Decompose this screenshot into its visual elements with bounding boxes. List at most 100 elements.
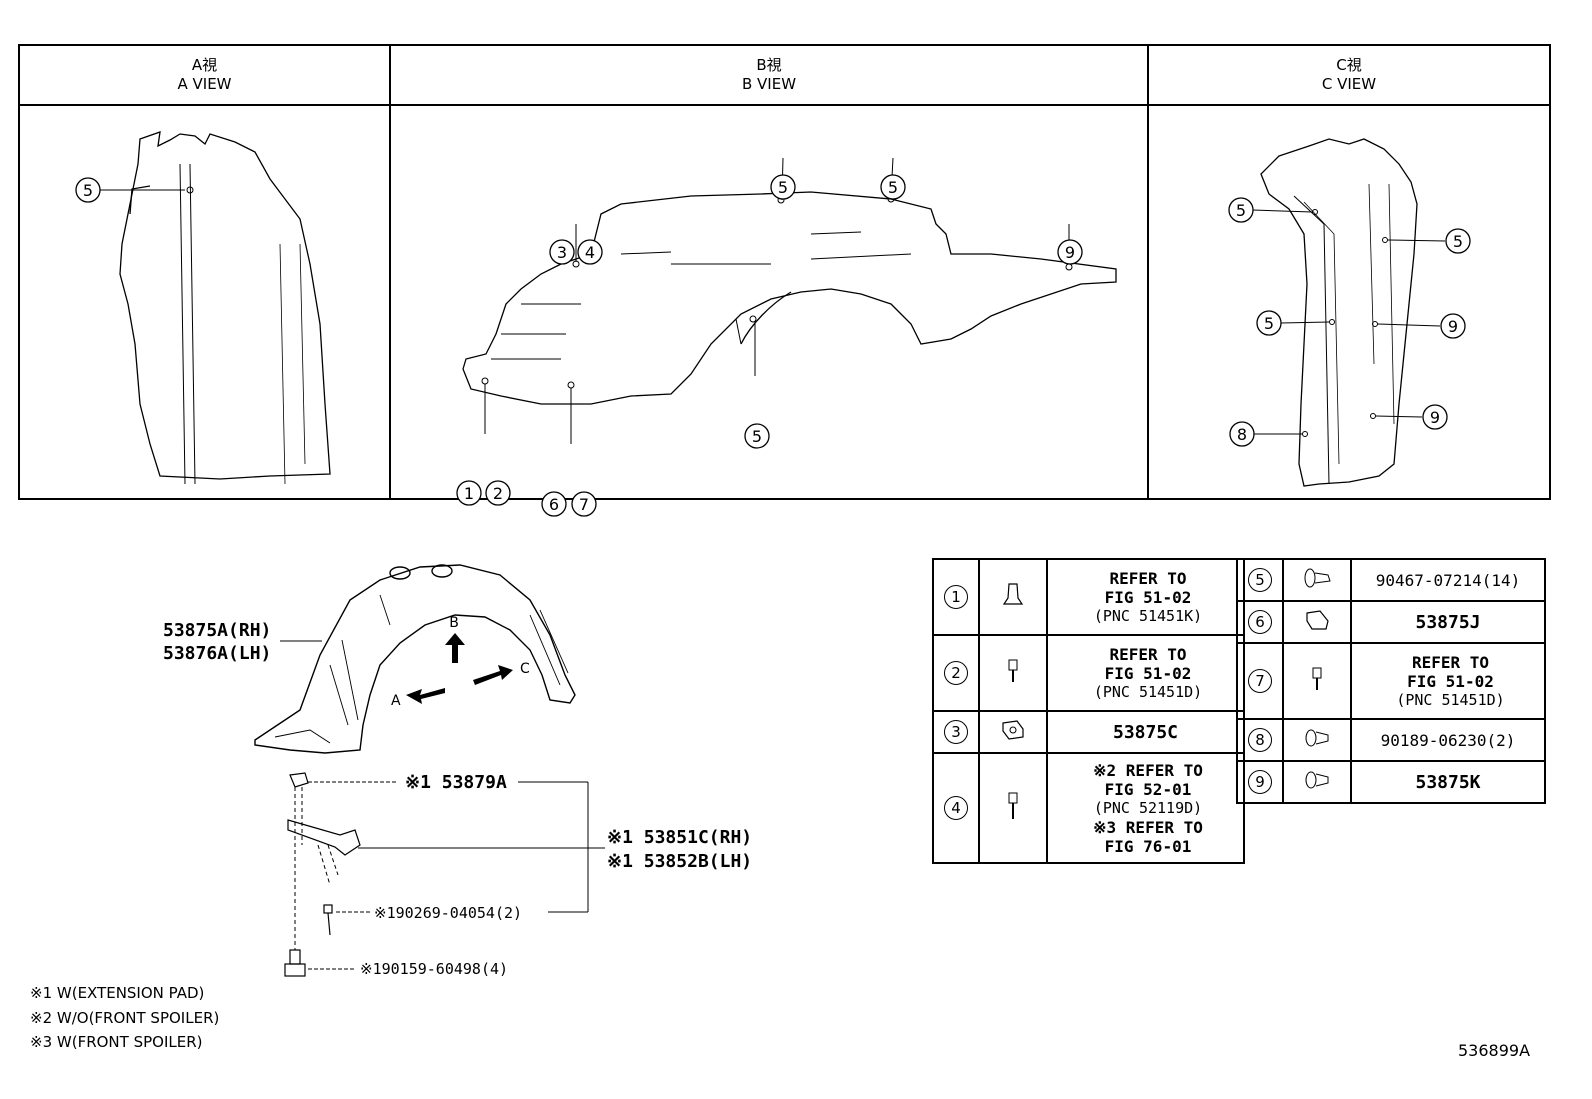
view-b-callouts: 5 5 3 4 9 5 1 2 6 7	[456, 174, 1083, 517]
view-c-drawing: 5 5 5 9 8 9	[1228, 138, 1471, 487]
row-number: 6	[1248, 610, 1272, 634]
callout-b-2-label: 2	[493, 484, 503, 503]
callout-c-5-right	[1445, 228, 1471, 254]
ref-line: (PNC 51451D)	[1093, 682, 1203, 701]
screw-icon	[1008, 792, 1018, 819]
view-c-header: C視 C VIEW	[1149, 46, 1549, 106]
arrow-a-icon	[406, 688, 445, 704]
bracket-lh-label: ※1 53852B(LH)	[607, 851, 753, 872]
part-number: 53875C	[1046, 710, 1245, 754]
callout-c-5-top-left	[1228, 197, 1254, 223]
row-number: 8	[1248, 728, 1272, 752]
extension-pad-part	[287, 772, 361, 856]
row-number: 5	[1248, 568, 1272, 592]
speed-nut-icon	[1306, 610, 1329, 630]
note-1: ※1 W(EXTENSION PAD)	[30, 984, 205, 1002]
callout-c-5-mid-label: 5	[1264, 314, 1274, 333]
row-number: 1	[944, 585, 968, 609]
callout-a-5	[75, 177, 101, 203]
view-b-header: B視 B VIEW	[391, 46, 1147, 106]
ref-line: REFER TO	[1411, 652, 1490, 672]
ref-line: (PNC 51451K)	[1093, 606, 1203, 625]
row-number: 7	[1248, 669, 1272, 693]
ref-line: FIG 51-02	[1407, 671, 1494, 691]
callout-b-1	[456, 480, 482, 506]
table-row: 9 53875K	[1236, 760, 1546, 804]
table-row: 3 53875C	[932, 710, 1245, 754]
table-row: 7 REFER TO FIG 51-02 (PNC 51451D)	[1236, 642, 1546, 720]
callout-b-5-bottom-label: 5	[752, 427, 762, 446]
ref-line: REFER TO	[1109, 644, 1187, 664]
callout-c-5-top-left-label: 5	[1236, 201, 1246, 220]
callout-c-5-right-label: 5	[1453, 232, 1463, 251]
callout-c-8-label: 8	[1237, 425, 1247, 444]
note-3: ※3 W(FRONT SPOILER)	[30, 1033, 203, 1051]
table-row: 4 ※2 REFER TO FIG 52-01 (PNC 52119D) ※3 …	[932, 752, 1245, 864]
arrow-b-label: B	[449, 615, 459, 631]
pad-label: ※1 53879A	[405, 772, 507, 793]
callout-c-5-mid	[1256, 310, 1282, 336]
view-panel: A視 A VIEW 5 B視 B VIEW	[18, 44, 1551, 517]
arrow-c-label: C	[520, 661, 530, 677]
callout-b-1-label: 1	[464, 484, 474, 503]
callout-b-6	[541, 491, 567, 517]
part-number: 90189-06230(2)	[1350, 718, 1546, 762]
arrow-b-icon	[445, 633, 465, 663]
view-a-title-jp: A視	[191, 56, 218, 74]
row-number: 2	[944, 661, 968, 685]
screw-icon	[1008, 659, 1018, 682]
callout-c-8	[1229, 421, 1255, 447]
bolt-part	[284, 949, 306, 977]
callout-b-7-label: 7	[579, 495, 589, 514]
table-row: 1 REFER TO FIG 51-02 (PNC 51451K)	[932, 558, 1245, 636]
callout-b-9-label: 9	[1065, 243, 1075, 262]
view-c-title-en: C VIEW	[1321, 75, 1377, 93]
liner-lh-label: 53876A(LH)	[163, 643, 272, 664]
view-b: B視 B VIEW	[389, 46, 1147, 517]
callout-b-6-label: 6	[549, 495, 559, 514]
parts-table-left: 1 REFER TO FIG 51-02 (PNC 51451K) 2 REFE…	[932, 558, 1245, 864]
callout-b-5-left-label: 5	[778, 178, 788, 197]
liner-rh-label: 53875A(RH)	[163, 620, 272, 641]
ref-line: ※2 REFER TO	[1093, 760, 1203, 780]
table-row: 8 90189-06230(2)	[1236, 718, 1546, 762]
row-number: 9	[1248, 770, 1272, 794]
ref-line: ※3 REFER TO	[1093, 817, 1203, 837]
bracket-rh-label: ※1 53851C(RH)	[607, 827, 753, 848]
row-number: 3	[944, 720, 968, 744]
callout-b-4	[577, 239, 603, 265]
callout-b-7	[571, 491, 597, 517]
table-row: 6 53875J	[1236, 600, 1546, 644]
ref-line: FIG 52-01	[1104, 779, 1192, 799]
table-row: 5 90467-07214(14)	[1236, 558, 1546, 602]
callout-b-5-right	[880, 174, 906, 200]
arrow-a-label: A	[391, 693, 401, 709]
figure-id: 536899A	[1458, 1041, 1531, 1060]
screw-part	[323, 904, 333, 936]
callout-a-5-label: 5	[83, 181, 93, 200]
ref-line: FIG 76-01	[1104, 836, 1192, 856]
ref-line: FIG 51-02	[1104, 663, 1192, 683]
view-b-drawing: 5 5 3 4 9 5 1 2 6 7	[456, 157, 1117, 517]
view-a-header: A視 A VIEW	[20, 46, 389, 106]
fender-liner-outline	[254, 564, 576, 754]
callout-c-9-bottom-label: 9	[1430, 408, 1440, 427]
grommet-icon	[1305, 771, 1329, 789]
screw-icon	[1312, 667, 1322, 690]
push-clip-icon	[1304, 568, 1331, 588]
fender-liner-drawing: B C A	[254, 564, 605, 977]
part-number: 90467-07214(14)	[1350, 558, 1546, 602]
screw-label: ※190269-04054(2)	[374, 904, 523, 922]
table-row: 2 REFER TO FIG 51-02 (PNC 51451D)	[932, 634, 1245, 712]
callout-b-9	[1057, 239, 1083, 265]
view-a-title-en: A VIEW	[177, 75, 232, 93]
grommet-icon	[1305, 729, 1329, 747]
callout-b-3-label: 3	[557, 243, 567, 262]
bolt-label: ※190159-60498(4)	[360, 960, 509, 978]
view-a: A視 A VIEW 5	[20, 46, 389, 498]
clip-icon	[1002, 583, 1024, 605]
ref-line: (PNC 51451D)	[1396, 690, 1505, 709]
view-b-title-jp: B視	[756, 56, 782, 74]
callout-b-5-left	[770, 174, 796, 200]
arrow-c-icon	[473, 665, 513, 685]
